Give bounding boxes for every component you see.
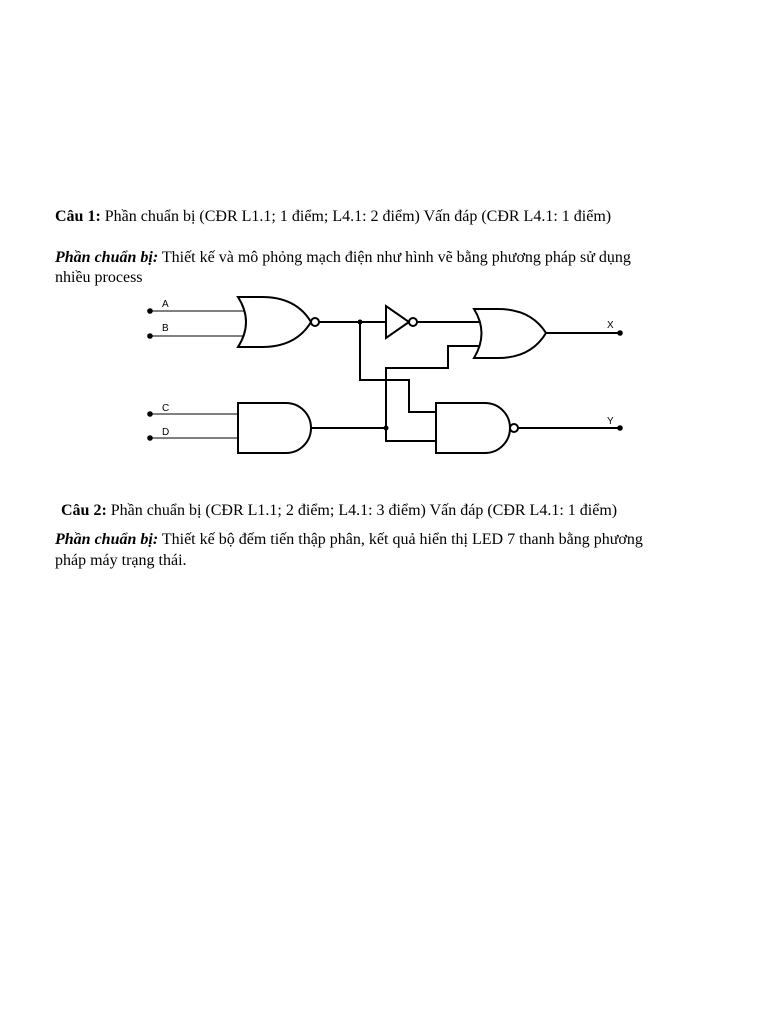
- question-2-header-text: Phần chuẩn bị (CĐR L1.1; 2 điểm; L4.1: 3…: [106, 502, 618, 519]
- question-2-prep-line-2: pháp máy trạng thái.: [55, 552, 187, 569]
- question-1-prep-label: Phần chuẩn bị:: [55, 249, 159, 266]
- question-2-prep-label: Phần chuẩn bị:: [55, 531, 159, 548]
- not-gate-bubble: [408, 317, 418, 327]
- output-x-terminal: [617, 330, 623, 336]
- input-a-label: A: [162, 299, 169, 310]
- wire-and-to-or: [385, 345, 479, 428]
- input-b-label: B: [162, 323, 169, 334]
- output-x-label: X: [607, 320, 614, 331]
- nand-gate-bubble: [509, 423, 519, 433]
- input-c-label: C: [162, 403, 169, 414]
- question-1-prep-text: Thiết kế và mô phỏng mạch điện như hình …: [158, 249, 631, 266]
- input-d-label: D: [162, 427, 169, 438]
- not-gate: [385, 304, 411, 340]
- nor-gate-bubble: [310, 317, 320, 327]
- question-1-label: Câu 1:: [55, 208, 101, 225]
- and-gate: [237, 402, 312, 454]
- or-gate: [472, 308, 548, 359]
- question-1-header: Câu 1: Phần chuẩn bị (CĐR L1.1; 1 điểm; …: [55, 207, 611, 226]
- output-y-terminal: [617, 425, 623, 431]
- question-2-label: Câu 2:: [61, 502, 107, 519]
- question-1-prep-line-2: nhiều process: [55, 269, 143, 286]
- question-2-prep-line-1: Phần chuẩn bị: Thiết kế bộ đếm tiến thập…: [55, 530, 643, 549]
- question-2-prep-text: Thiết kế bộ đếm tiến thập phân, kết quả …: [158, 531, 643, 548]
- nand-gate: [435, 402, 511, 454]
- wire-and-to-nand: [385, 428, 436, 442]
- output-y-label: Y: [607, 416, 614, 427]
- question-1-header-text: Phần chuẩn bị (CĐR L1.1; 1 điểm; L4.1: 2…: [100, 208, 612, 225]
- nor-gate: [236, 296, 313, 348]
- question-1-prep-line-1: Phần chuẩn bị: Thiết kế và mô phỏng mạch…: [55, 248, 631, 267]
- wire-nor-to-nand: [359, 322, 436, 413]
- question-2-header: Câu 2: Phần chuẩn bị (CĐR L1.1; 2 điểm; …: [61, 501, 617, 520]
